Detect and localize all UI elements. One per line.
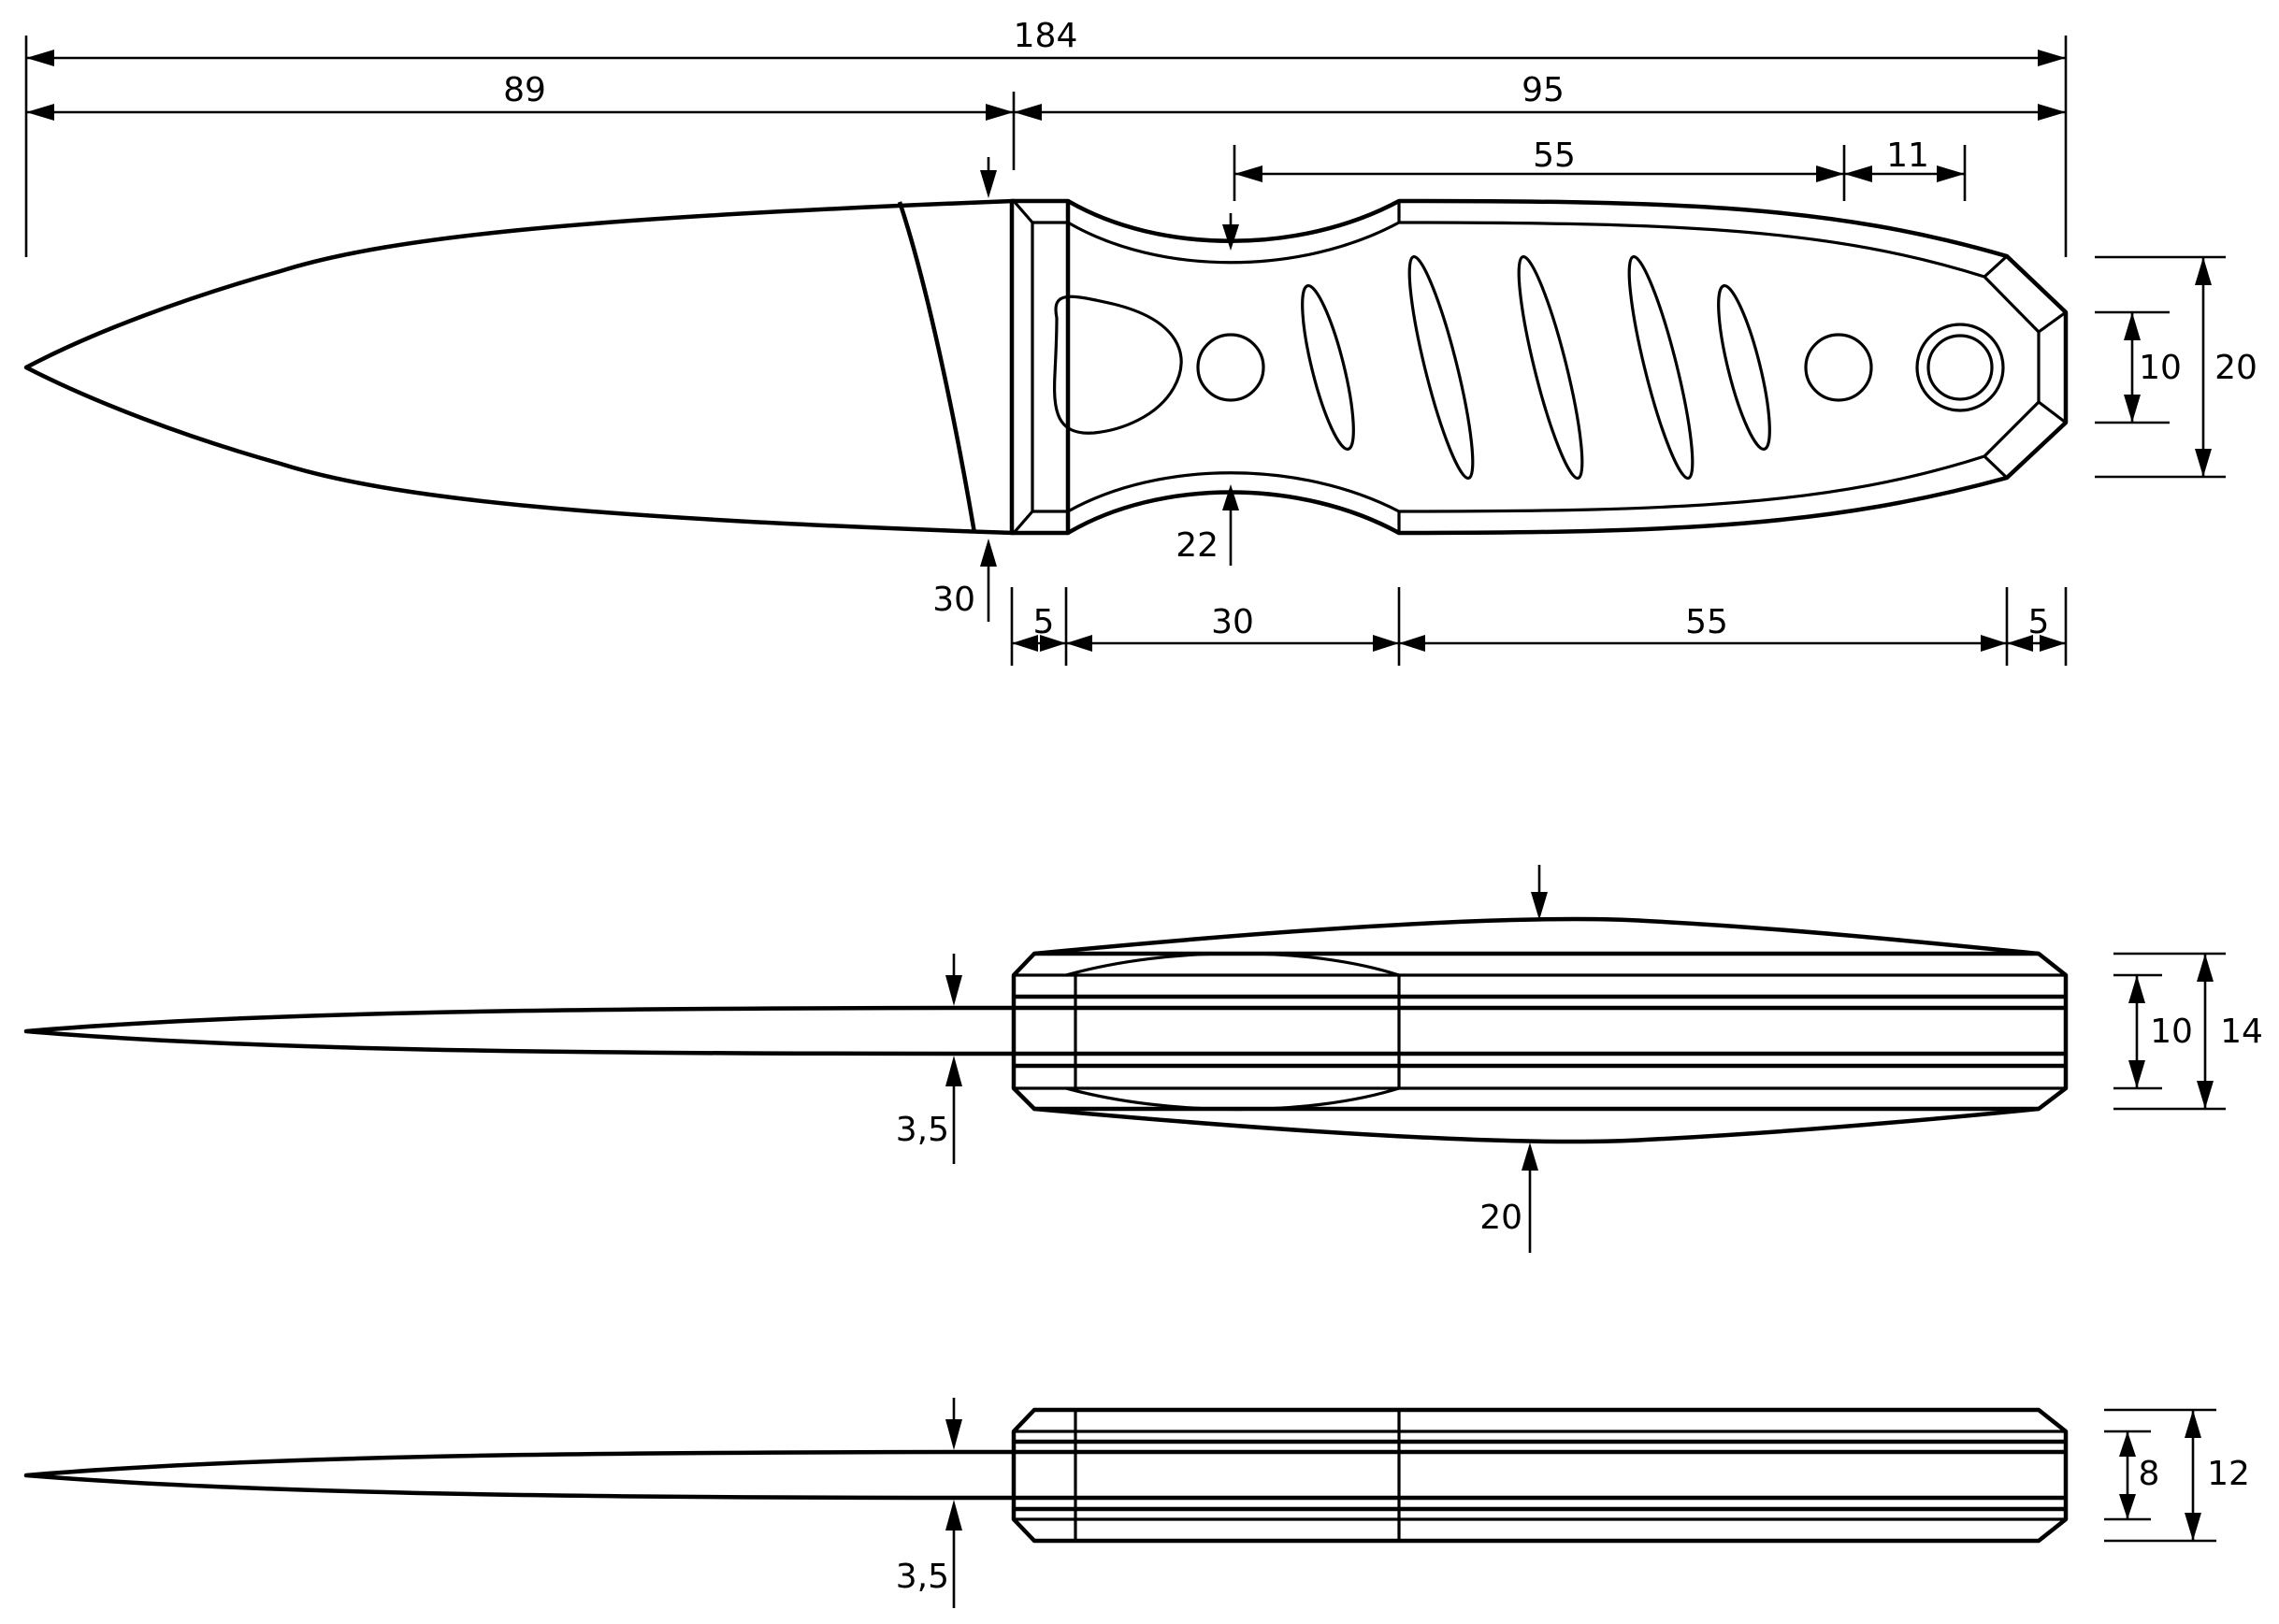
handle-outline: [1066, 198, 2069, 536]
dim-hole-spacing: 55: [1233, 137, 1846, 201]
dim-label-55-top: 55: [1533, 137, 1576, 175]
handle-inner-border: [1067, 221, 2041, 513]
dim-right-widths: 10 20: [2095, 255, 2257, 479]
dim-overall-length: 184: [26, 17, 2066, 66]
side-grip-bulge-bottom: [1033, 1106, 2040, 1144]
dim-label-3-5-bottom: 3,5: [896, 1558, 949, 1596]
dim-label-8-bottom: 8: [2139, 1455, 2160, 1493]
dim-label-89: 89: [503, 71, 546, 109]
dim-label-5-guard: 5: [1033, 603, 1055, 641]
arrow-marker: [1531, 892, 1548, 920]
arrow-marker: [945, 1500, 962, 1531]
dim-label-30-grip: 30: [1211, 603, 1254, 641]
blade-bevel-line: [897, 201, 977, 534]
handle-hole-rear: [1804, 333, 1873, 402]
dim-label-20-side: 20: [1479, 1199, 1522, 1237]
dim-label-10-side: 10: [2150, 1013, 2193, 1051]
dim-label-22: 22: [1176, 526, 1219, 565]
dim-label-14-side: 14: [2220, 1013, 2263, 1051]
side-grip-bulge-top: [1033, 916, 2040, 956]
side-handle-outline: [1011, 951, 2069, 1112]
dim-label-10-top: 10: [2139, 349, 2182, 387]
bottom-handle-outline: [1011, 1407, 2069, 1544]
dim-label-95: 95: [1522, 71, 1565, 109]
bottom-view: 3,5 8 12: [23, 1398, 2250, 1608]
arrow-marker: [945, 1056, 962, 1086]
dim-blade-length: 89: [26, 71, 1014, 121]
arrow-marker: [945, 975, 962, 1006]
grip-slot: [1717, 283, 1771, 452]
dim-handle-length: 95: [1014, 71, 2066, 121]
dim-blade-width: 30: [932, 539, 997, 622]
dim-waist-width: 22: [1176, 484, 1239, 566]
guard: [1009, 198, 1071, 536]
arrow-marker: [1522, 1143, 1538, 1171]
side-blade-outline: [23, 1005, 1015, 1056]
side-view: 3,5 20 10 14: [23, 865, 2263, 1253]
dim-label-55-grip: 55: [1685, 603, 1728, 641]
dim-end-hole-offset: 11: [1844, 137, 1967, 201]
lanyard-hole-outer: [1915, 323, 2005, 412]
handle-hole-front: [1196, 333, 1265, 402]
dim-label-20-top: 20: [2214, 349, 2257, 387]
bottom-blade-outline: [23, 1449, 1015, 1501]
arrow-marker: [1222, 224, 1239, 251]
arrow-marker: [980, 170, 997, 198]
grip-slot: [1301, 283, 1355, 452]
lanyard-hole-inner: [1926, 334, 1994, 401]
blade-outline: [23, 198, 1015, 536]
arrow-marker: [945, 1419, 962, 1450]
dim-label-3-5-side: 3,5: [896, 1111, 949, 1149]
dim-chain-bottom: 5 30 55 5: [1010, 587, 2068, 666]
grip-slot: [1407, 254, 1475, 481]
dim-label-184: 184: [1014, 17, 1078, 55]
grip-slot: [1627, 254, 1695, 481]
dim-label-12-bottom: 12: [2207, 1455, 2250, 1493]
grip-slot: [1517, 254, 1584, 481]
dim-label-11: 11: [1886, 137, 1929, 175]
dim-label-30-blade: 30: [932, 581, 975, 619]
dim-label-5-end: 5: [2028, 603, 2050, 641]
top-view: 184 89 95 55: [23, 17, 2257, 666]
thumb-rest-cutout: [1053, 295, 1183, 435]
